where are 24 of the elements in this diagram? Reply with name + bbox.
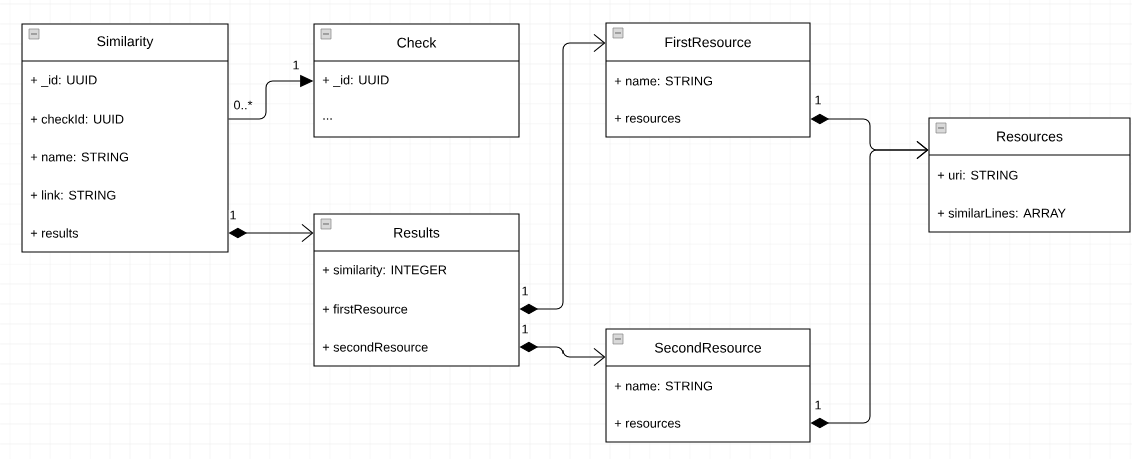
class-name: Check	[397, 37, 437, 48]
attribute-text: + similarity: INTEGER	[322, 265, 447, 277]
attribute-text: + firstResource	[322, 304, 408, 314]
attribute-text: + uri: STRING	[937, 170, 1018, 180]
class-name: Resources	[997, 131, 1063, 142]
class-name: FirstResource	[665, 36, 751, 48]
attribute-text: + checkId: UUID	[30, 114, 124, 124]
attribute-text: + _id: UUID	[322, 75, 389, 87]
attribute-text: + results	[30, 228, 79, 238]
class-name: SecondResource	[654, 342, 762, 353]
multiplicity-label: 1	[291, 59, 301, 70]
attribute-text: + link: STRING	[30, 190, 116, 200]
attribute-text: + _id: UUID	[30, 75, 97, 87]
class-name: Results	[394, 227, 440, 238]
attribute-text: ...	[323, 118, 332, 120]
attribute-text: + similarLines: ARRAY	[937, 208, 1066, 218]
attribute-text: + name: STRING	[30, 152, 128, 162]
attribute-text: + secondResource	[322, 342, 428, 352]
attribute-text: + name: STRING	[614, 76, 712, 86]
attribute-text: + name: STRING	[614, 381, 712, 391]
attribute-text: + resources	[614, 420, 681, 428]
class-name: Similarity	[97, 35, 154, 49]
multiplicity-label: 0..*	[232, 99, 254, 111]
attribute-text: + resources	[614, 115, 681, 123]
